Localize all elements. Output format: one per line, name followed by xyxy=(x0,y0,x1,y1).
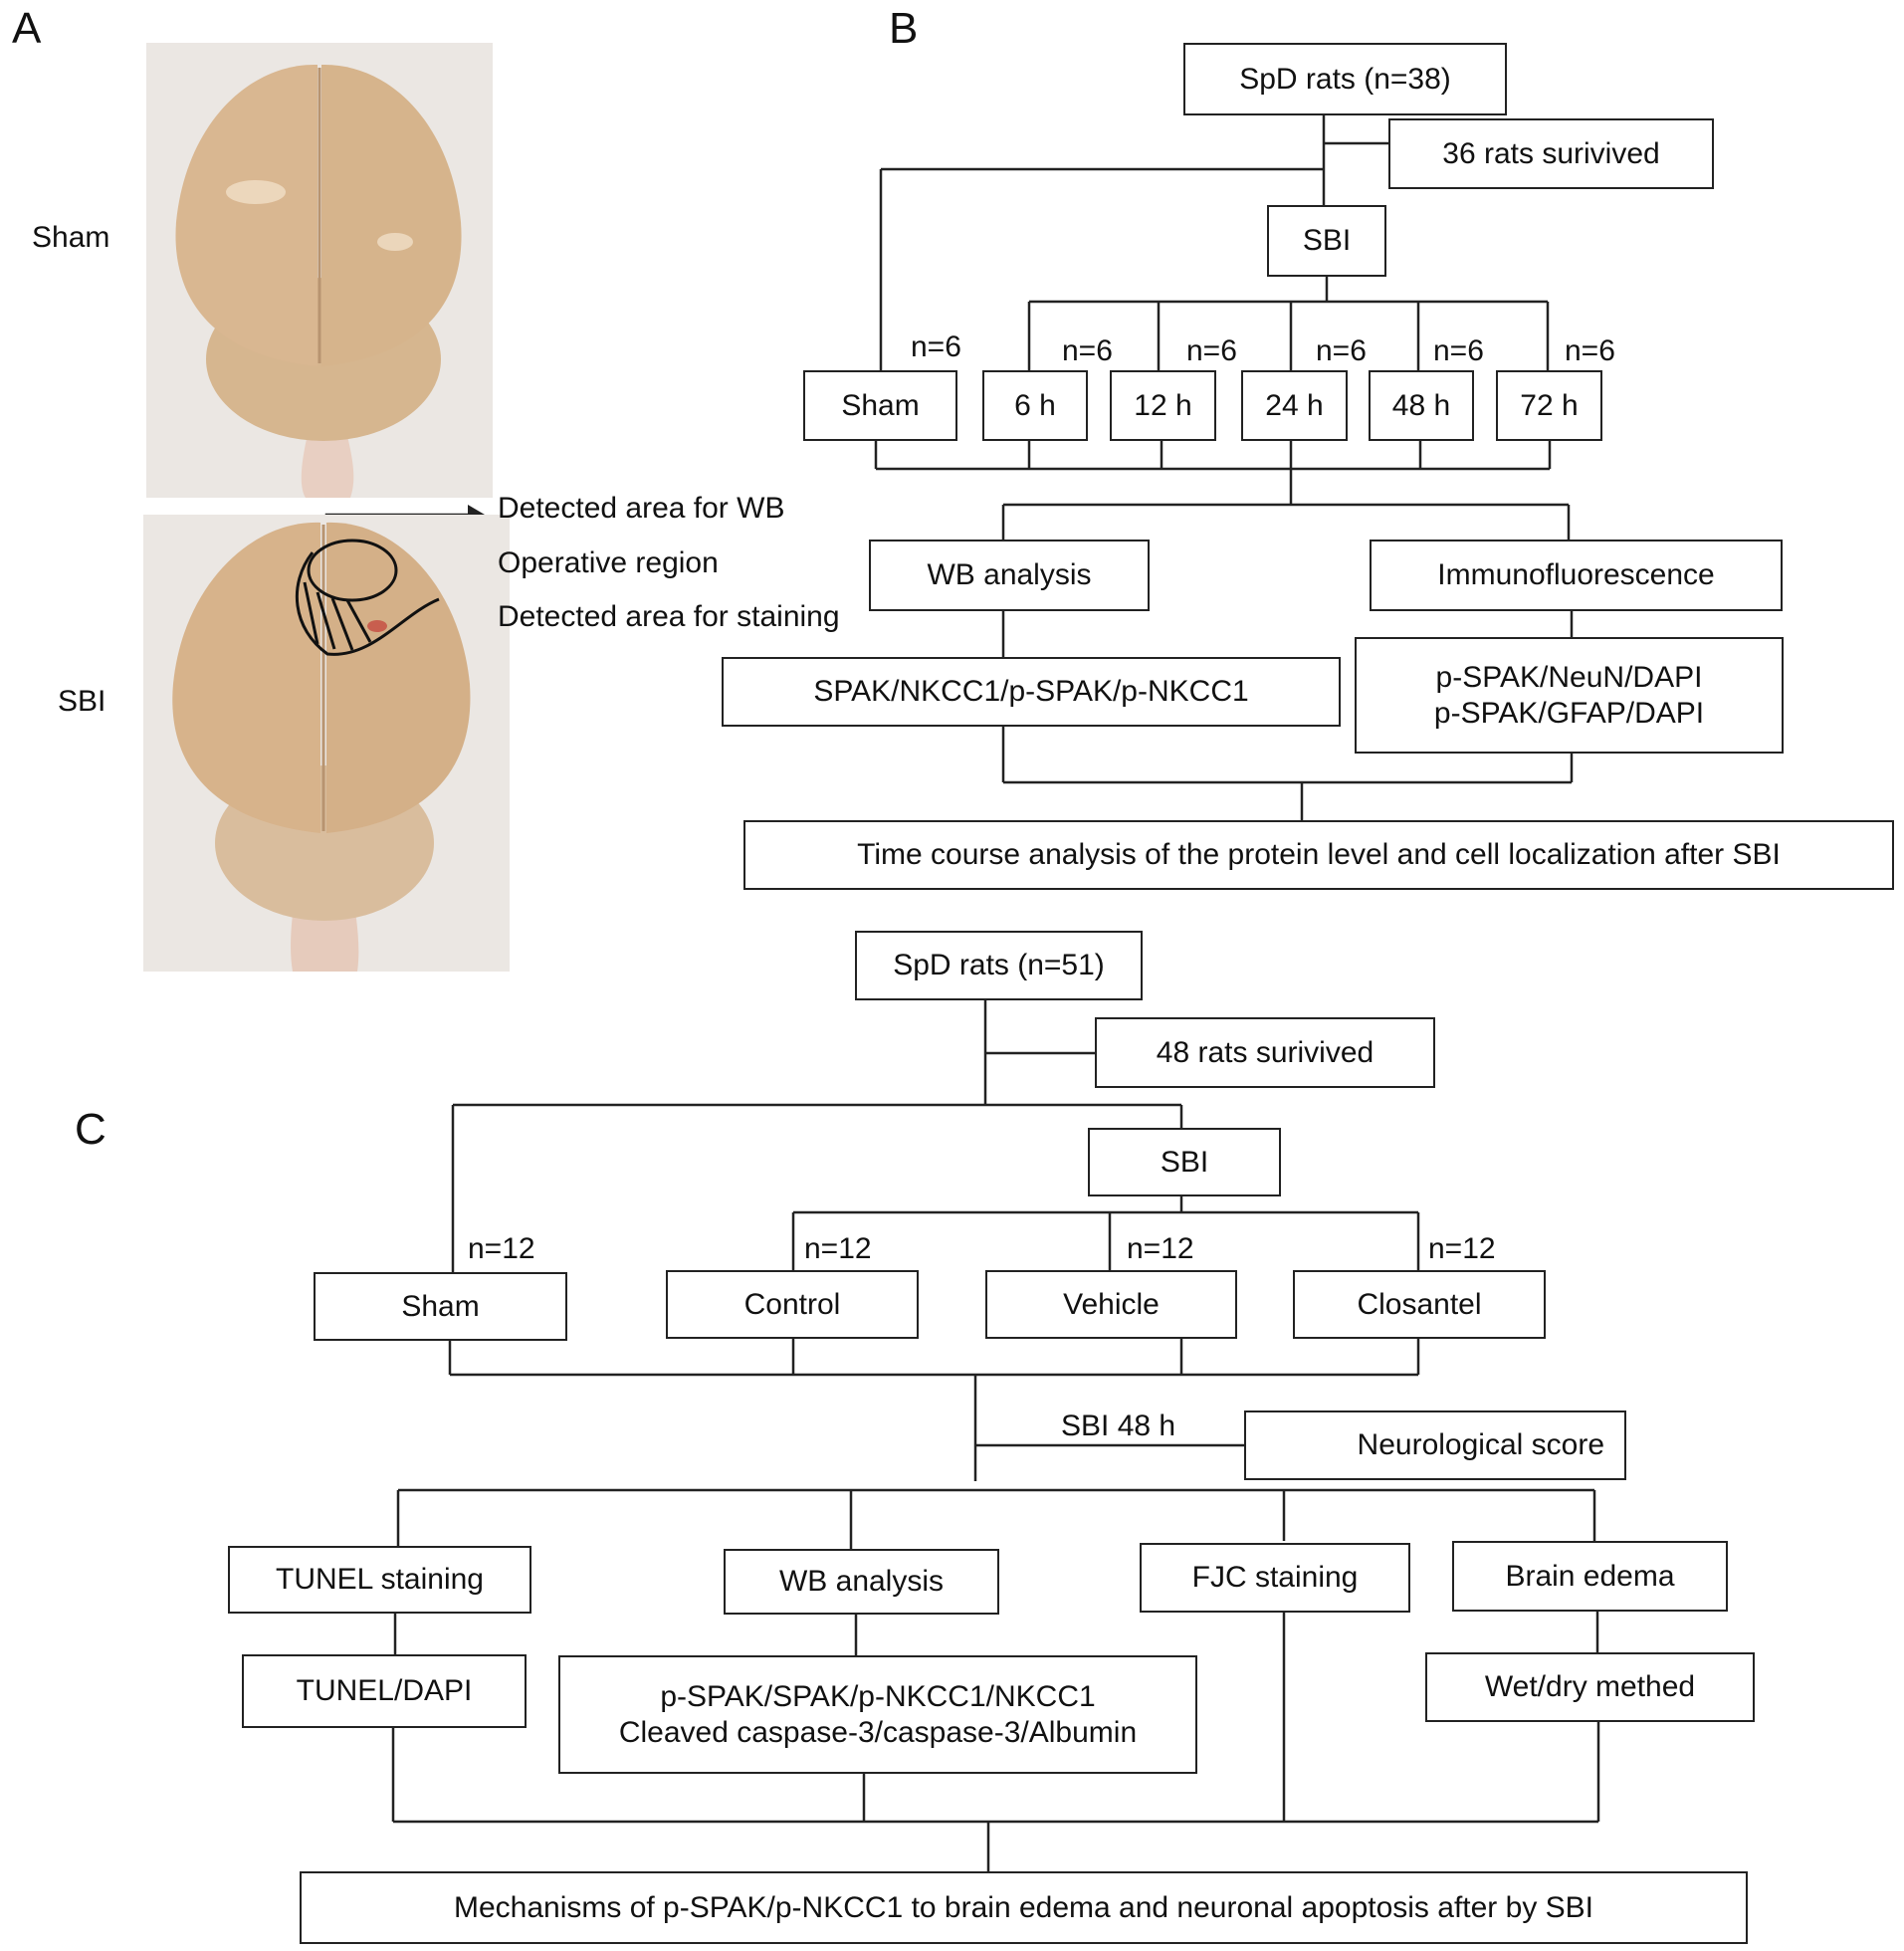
b-n-48h: n=6 xyxy=(1433,334,1484,367)
sham-brain-image xyxy=(146,43,493,498)
c-group-control: Control xyxy=(666,1270,919,1339)
b-survived-box: 36 rats surivived xyxy=(1388,118,1714,189)
b-n-24h: n=6 xyxy=(1316,334,1367,367)
b-immunofluorescence-box: Immunofluorescence xyxy=(1370,540,1783,611)
b-n-6h: n=6 xyxy=(1062,334,1113,367)
b-group-6h: 6 h xyxy=(982,370,1088,441)
c-brain-edema-box: Brain edema xyxy=(1452,1541,1728,1612)
sbi-brain-image xyxy=(143,515,510,972)
b-spd-rats-box: SpD rats (n=38) xyxy=(1183,43,1507,115)
b-group-sham: Sham xyxy=(803,370,957,441)
b-n-12h: n=6 xyxy=(1186,334,1237,367)
b-if-target-gfap: p-SPAK/GFAP/DAPI xyxy=(1433,696,1705,730)
b-wb-analysis-box: WB analysis xyxy=(869,540,1150,611)
b-if-targets-box: p-SPAK/NeuN/DAPI p-SPAK/GFAP/DAPI xyxy=(1355,637,1784,754)
c-n-control: n=12 xyxy=(804,1232,872,1265)
c-wb-targets-box: p-SPAK/SPAK/p-NKCC1/NKCC1 Cleaved caspas… xyxy=(558,1655,1197,1774)
c-survived-box: 48 rats surivived xyxy=(1095,1017,1435,1088)
c-fjc-staining-box: FJC staining xyxy=(1140,1543,1410,1613)
panel-label-a: A xyxy=(12,4,42,53)
annotation-operative-region: Operative region xyxy=(498,546,719,579)
c-tunel-dapi-box: TUNEL/DAPI xyxy=(242,1654,527,1728)
b-n-sham: n=6 xyxy=(911,330,961,363)
c-tunel-staining-box: TUNEL staining xyxy=(228,1546,531,1614)
c-n-sham: n=12 xyxy=(468,1232,535,1265)
c-n-closantel: n=12 xyxy=(1428,1232,1496,1265)
sbi-label: SBI xyxy=(58,685,106,718)
c-n-vehicle: n=12 xyxy=(1127,1232,1194,1265)
c-group-closantel: Closantel xyxy=(1293,1270,1546,1339)
c-wb-target-line-2: Cleaved caspase-3/caspase-3/Albumin xyxy=(618,1715,1138,1749)
sbi-brain-photo xyxy=(143,515,510,972)
c-wet-dry-box: Wet/dry methed xyxy=(1425,1652,1755,1722)
b-group-12h: 12 h xyxy=(1110,370,1216,441)
b-sbi-box: SBI xyxy=(1267,205,1386,277)
panel-label-c: C xyxy=(75,1105,106,1154)
c-conclusion-box: Mechanisms of p-SPAK/p-NKCC1 to brain ed… xyxy=(300,1871,1748,1944)
c-wb-analysis-box: WB analysis xyxy=(724,1549,999,1615)
sham-label: Sham xyxy=(32,221,110,254)
b-group-48h: 48 h xyxy=(1369,370,1474,441)
b-wb-targets-box: SPAK/NKCC1/p-SPAK/p-NKCC1 xyxy=(722,657,1341,727)
b-group-72h: 72 h xyxy=(1496,370,1602,441)
annotation-staining-area: Detected area for staining xyxy=(498,600,840,633)
b-group-24h: 24 h xyxy=(1241,370,1348,441)
b-if-target-neun: p-SPAK/NeuN/DAPI xyxy=(1435,660,1703,694)
b-conclusion-box: Time course analysis of the protein leve… xyxy=(743,820,1894,890)
annotation-wb-area: Detected area for WB xyxy=(498,492,785,525)
c-neurological-score-box: Neurological score xyxy=(1244,1410,1626,1480)
panel-label-b: B xyxy=(889,4,919,53)
c-group-vehicle: Vehicle xyxy=(985,1270,1237,1339)
c-wb-target-line-1: p-SPAK/SPAK/p-NKCC1/NKCC1 xyxy=(660,1679,1096,1713)
c-timepoint-label: SBI 48 h xyxy=(1057,1409,1180,1443)
c-sbi-box: SBI xyxy=(1088,1128,1281,1196)
c-spd-rats-box: SpD rats (n=51) xyxy=(855,931,1143,1000)
sham-brain-photo xyxy=(146,43,493,498)
b-n-72h: n=6 xyxy=(1565,334,1615,367)
c-group-sham: Sham xyxy=(314,1272,567,1341)
